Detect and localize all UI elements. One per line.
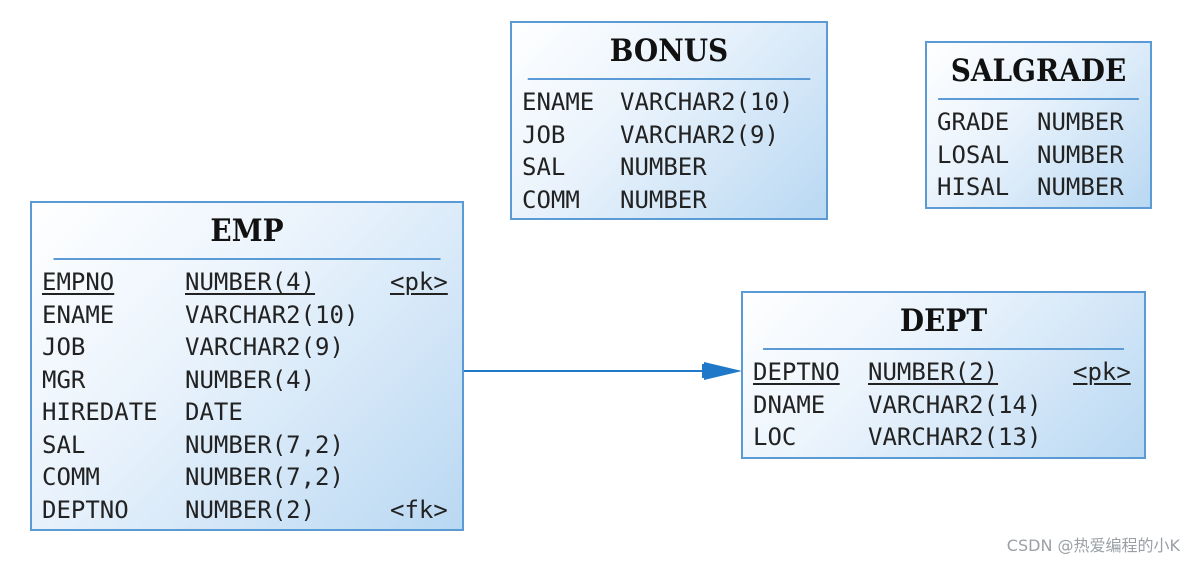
column-row: GRADE NUMBER: [937, 106, 1150, 139]
column-type: NUMBER: [620, 185, 707, 214]
column-name: SAL: [522, 153, 566, 181]
column-name: COMM: [522, 185, 580, 214]
column-name: DNAME: [753, 390, 826, 419]
table-emp-title: EMP: [53, 203, 441, 260]
column-type: NUMBER(2): [185, 495, 316, 524]
column-type: VARCHAR2(10): [185, 300, 359, 329]
column-type: VARCHAR2(13): [868, 423, 1042, 451]
column-type: DATE: [185, 398, 243, 426]
column-row: JOB VARCHAR2(9): [522, 119, 826, 152]
column-name: ENAME: [522, 88, 595, 116]
column-type: VARCHAR2(10): [620, 88, 794, 116]
column-key-badge: <fk>: [390, 495, 448, 524]
column-row: COMM NUMBER(7,2): [42, 461, 462, 494]
column-name: LOC: [753, 423, 797, 451]
column-name: GRADE: [937, 108, 1010, 136]
column-name: DEPTNO: [753, 358, 840, 386]
column-name: JOB: [42, 333, 86, 361]
column-type: VARCHAR2(9): [620, 120, 779, 149]
table-salgrade-columns: GRADE NUMBER LOSAL NUMBER HISAL NUMBER: [927, 100, 1150, 204]
column-row: EMPNO NUMBER(4) <pk>: [42, 266, 462, 299]
column-row: ENAME VARCHAR2(10): [42, 299, 462, 332]
column-row: JOB VARCHAR2(9): [42, 331, 462, 364]
column-row: SAL NUMBER: [522, 151, 826, 184]
relationship-arrowhead: [704, 362, 742, 380]
column-name: SAL: [42, 430, 86, 459]
table-emp-columns: EMPNO NUMBER(4) <pk> ENAME VARCHAR2(10) …: [32, 260, 462, 526]
table-salgrade-title: SALGRADE: [938, 43, 1139, 100]
column-type: NUMBER(2): [868, 358, 999, 386]
column-type: VARCHAR2(14): [868, 390, 1042, 419]
column-type: VARCHAR2(9): [185, 333, 344, 361]
table-bonus-title: BONUS: [527, 23, 811, 80]
table-salgrade[interactable]: SALGRADE GRADE NUMBER LOSAL NUMBER HISAL…: [925, 41, 1152, 209]
relationship-arrow-bar: [702, 364, 712, 378]
column-row: HIREDATE DATE: [42, 396, 462, 429]
column-type: NUMBER: [620, 153, 707, 181]
column-type: NUMBER: [1037, 108, 1124, 136]
column-row: DEPTNO NUMBER(2) <fk>: [42, 494, 462, 527]
column-name: COMM: [42, 463, 100, 491]
table-dept-columns: DEPTNO NUMBER(2) <pk> DNAME VARCHAR2(14)…: [743, 350, 1144, 454]
column-type: NUMBER: [1037, 173, 1124, 201]
column-name: ENAME: [42, 300, 115, 329]
column-type: NUMBER(4): [185, 365, 316, 394]
column-type: NUMBER(7,2): [185, 463, 344, 491]
column-name: DEPTNO: [42, 495, 129, 524]
column-type: NUMBER: [1037, 140, 1124, 169]
column-row: COMM NUMBER: [522, 184, 826, 217]
column-name: JOB: [522, 120, 566, 149]
column-row: MGR NUMBER(4): [42, 364, 462, 397]
column-row: DNAME VARCHAR2(14): [753, 389, 1144, 422]
column-row: SAL NUMBER(7,2): [42, 429, 462, 462]
table-dept-title: DEPT: [763, 293, 1124, 350]
column-row: LOC VARCHAR2(13): [753, 421, 1144, 454]
column-row: DEPTNO NUMBER(2) <pk>: [753, 356, 1144, 389]
column-name: HIREDATE: [42, 398, 158, 426]
column-row: ENAME VARCHAR2(10): [522, 86, 826, 119]
column-key-badge: <pk>: [1073, 358, 1131, 386]
column-name: EMPNO: [42, 268, 115, 296]
table-bonus-columns: ENAME VARCHAR2(10) JOB VARCHAR2(9) SAL N…: [512, 80, 826, 216]
column-row: HISAL NUMBER: [937, 171, 1150, 204]
table-dept[interactable]: DEPT DEPTNO NUMBER(2) <pk> DNAME VARCHAR…: [741, 291, 1146, 459]
column-type: NUMBER(7,2): [185, 430, 344, 459]
column-name: HISAL: [937, 173, 1010, 201]
table-bonus[interactable]: BONUS ENAME VARCHAR2(10) JOB VARCHAR2(9)…: [510, 21, 828, 220]
column-row: LOSAL NUMBER: [937, 139, 1150, 172]
watermark: CSDN @热爱编程的小K: [1006, 536, 1180, 555]
column-key-badge: <pk>: [390, 268, 448, 296]
column-name: MGR: [42, 365, 86, 394]
column-type: NUMBER(4): [185, 268, 316, 296]
table-emp[interactable]: EMP EMPNO NUMBER(4) <pk> ENAME VARCHAR2(…: [30, 201, 464, 531]
column-name: LOSAL: [937, 140, 1010, 169]
